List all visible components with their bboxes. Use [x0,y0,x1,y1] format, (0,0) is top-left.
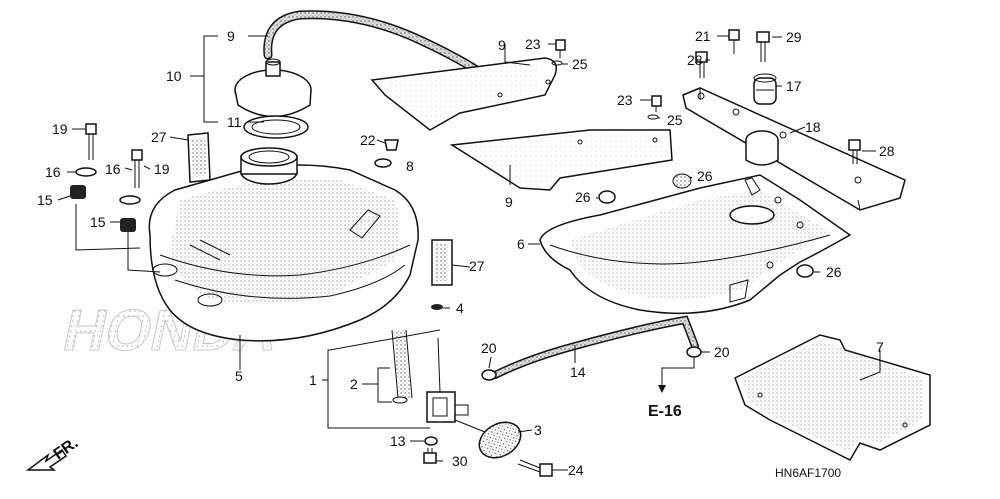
callout-26b: 26 [575,189,591,205]
bolt-28-right [848,139,861,164]
rubber-mount [753,73,777,105]
callout-8: 8 [406,158,414,174]
washer-25-upper [551,60,563,66]
callout-22: 22 [360,132,376,148]
callout-30: 30 [452,453,468,469]
callout-14: 14 [570,364,586,380]
bolt-29 [756,31,770,62]
strap-lower [431,239,453,286]
bolt-28-left [695,51,708,78]
callout-2: 2 [350,376,358,392]
callout-5: 5 [235,368,243,384]
callout-17: 17 [786,78,802,94]
callout-27: 27 [151,129,167,145]
screw-22 [384,139,399,151]
fuel-cap [234,58,312,118]
bolt-24 [517,459,553,477]
callout-9: 9 [498,37,506,53]
callout-7: 7 [876,339,884,355]
fuel-tank [148,147,419,342]
callout-11: 10 [166,68,182,84]
rubber-pad-upper [370,57,557,131]
callout-28b: 28 [879,143,895,159]
callout-23b: 23 [617,92,633,108]
bolt-21 [728,29,740,54]
hose-clip-left [481,369,497,381]
tank-cover [539,174,852,315]
skid-plate [734,334,931,461]
callout-3: 3 [534,422,542,438]
callout-29: 29 [786,29,802,45]
washer-4 [431,304,443,310]
screw-13 [424,436,438,446]
callout-19b: 19 [154,161,170,177]
cap-gasket [243,115,309,139]
callout-25b: 25 [667,112,683,128]
damper-upper [70,167,97,199]
fuel-hose [491,315,699,379]
grommet-26-top [672,173,692,189]
callout-12: 11 [227,114,242,130]
callout-13: 13 [390,433,406,449]
callout-28: 28 [687,52,703,68]
diagram-code: HN6AF1700 [775,466,841,480]
callout-23: 23 [525,36,541,52]
washer-25-lower [647,114,659,120]
bolt-23-upper [555,39,566,58]
callout-16b: 16 [105,161,121,177]
callout-15: 15 [37,192,53,208]
collar-8 [374,158,392,168]
callout-9b: 9 [505,194,513,210]
callout-20: 20 [481,340,497,356]
callout-19: 19 [52,121,68,137]
fuel-cock [391,329,522,459]
callout-labels: 9 10 11 19 27 16 16 19 15 15 5 22 8 27 4… [37,28,895,478]
callout-15b: 15 [90,214,106,230]
callout-1: 1 [309,372,317,388]
callout-18: 18 [805,119,821,135]
callout-25: 25 [572,56,588,72]
strap-upper [187,132,211,183]
hose-clip-right [686,346,702,358]
callout-26c: 26 [826,264,842,280]
leader-lines [57,35,881,471]
callout-24: 24 [568,462,584,478]
reference-label: E-16 [648,403,682,420]
callout-4: 4 [456,300,464,316]
rubber-pad-lower [449,129,673,191]
breather-hose [263,10,505,93]
damper-lower [119,195,141,232]
front-direction-arrow: FR. [25,435,81,471]
callout-16: 16 [45,164,61,180]
grommet-26-right [796,264,814,278]
grommet-26-mid [598,190,616,204]
callout-6: 6 [517,236,525,252]
callout-20b: 20 [714,344,730,360]
bolt-30 [423,448,437,464]
bolt-23-lower [651,95,662,112]
callout-21: 21 [695,28,711,44]
callout-26: 26 [697,168,713,184]
bolt-19-left [85,123,97,160]
callout-27b: 27 [469,258,485,274]
tank-bracket [682,87,906,211]
callout-10: 9 [227,28,235,44]
bolt-19-mid [131,149,143,188]
